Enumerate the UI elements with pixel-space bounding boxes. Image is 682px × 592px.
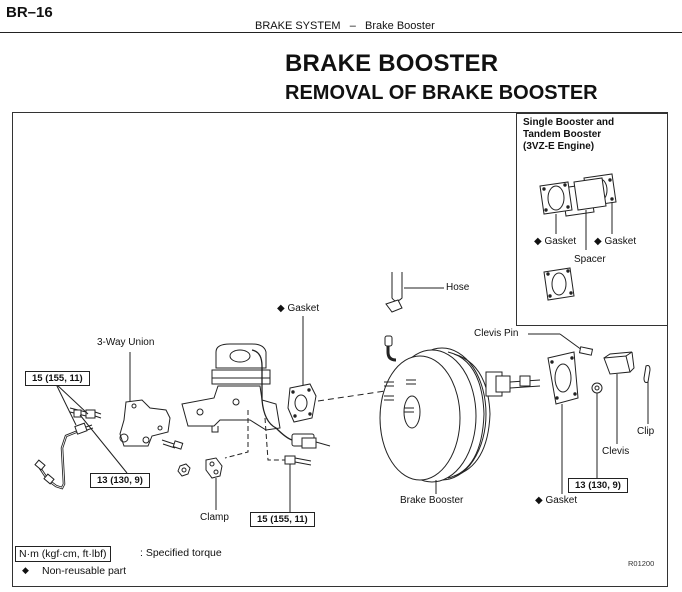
leader-line bbox=[55, 383, 89, 415]
clevis-drawing bbox=[603, 351, 635, 444]
clip-label: Clip bbox=[637, 426, 655, 437]
inset-gasket-left-label: ◆ Gasket bbox=[534, 236, 577, 247]
torque-spec-center-fitting: 15 (155, 11) bbox=[250, 512, 315, 527]
master-gasket-drawing bbox=[287, 316, 317, 423]
header-rule bbox=[0, 32, 682, 33]
inset-title: Single Booster and Tandem Booster (3VZ-E… bbox=[523, 117, 615, 152]
booster-gasket-label: ◆ Gasket bbox=[535, 495, 578, 506]
brake-booster-drawing bbox=[379, 335, 541, 494]
hose-label: Hose bbox=[446, 282, 470, 293]
alignment-line bbox=[224, 410, 249, 459]
three-way-union-label: 3-Way Union bbox=[97, 337, 155, 348]
leader-line bbox=[79, 414, 128, 474]
three-way-union-drawing bbox=[119, 352, 184, 450]
illustration-frame bbox=[12, 112, 668, 587]
legend-nonreusable-desc: Non-reusable part bbox=[42, 565, 127, 577]
inset-gasket-right-label: ◆ Gasket bbox=[594, 236, 637, 247]
clip-drawing bbox=[643, 365, 651, 424]
booster-gasket-drawing bbox=[547, 351, 579, 494]
figure-code: R01200 bbox=[628, 559, 655, 568]
inset-panel bbox=[516, 113, 668, 326]
clevis-pin-drawing bbox=[528, 333, 594, 356]
clamp-drawing bbox=[205, 457, 223, 510]
clevis-label: Clevis bbox=[602, 446, 630, 457]
master-cylinder-drawing bbox=[181, 343, 331, 449]
master-gasket-label: ◆ Gasket bbox=[277, 303, 320, 314]
page-number: BR–16 bbox=[6, 4, 53, 21]
alignment-line bbox=[317, 390, 386, 402]
section-title: BRAKE BOOSTER bbox=[285, 50, 499, 77]
center-fitting-drawing bbox=[284, 455, 312, 512]
legend-torque-desc: : Specified torque bbox=[140, 547, 222, 559]
clamp-label: Clamp bbox=[200, 512, 229, 523]
torque-spec-booster-nut: 13 (130, 9) bbox=[568, 478, 628, 493]
nut-drawing bbox=[177, 463, 191, 477]
diamond-icon: ◆ bbox=[22, 565, 29, 575]
legend-torque-unit: N·m (kgf·cm, ft·lbf) bbox=[15, 546, 111, 562]
brake-booster-label: Brake Booster bbox=[400, 495, 464, 506]
leader-line bbox=[55, 383, 77, 426]
torque-spec-union-nut: 13 (130, 9) bbox=[90, 473, 150, 488]
inset-spacer-label: Spacer bbox=[574, 254, 606, 265]
brake-line-drawing bbox=[34, 407, 102, 490]
hose-drawing bbox=[385, 272, 444, 313]
alignment-line bbox=[264, 417, 285, 461]
running-head: BRAKE SYSTEM – Brake Booster bbox=[255, 20, 435, 32]
clevis-pin-label: Clevis Pin bbox=[474, 328, 519, 339]
torque-spec-brake-line: 15 (155, 11) bbox=[25, 371, 90, 386]
procedure-title: REMOVAL OF BRAKE BOOSTER bbox=[285, 82, 598, 104]
